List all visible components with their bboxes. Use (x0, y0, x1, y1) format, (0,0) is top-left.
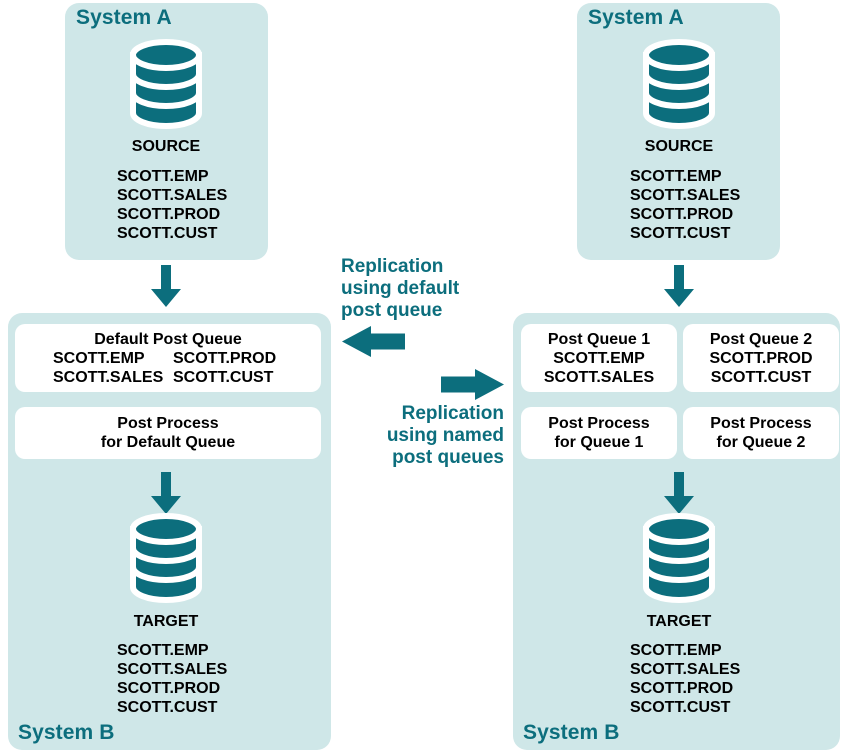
table-name: SCOTT.PROD (117, 680, 221, 697)
post-process-queue-2-box: Post Process for Queue 2 (683, 407, 839, 459)
replication-default-arrow-left-icon (342, 326, 405, 357)
right-target-db-label: TARGET (646, 613, 712, 630)
replication-default-label: Replication using default post queue (341, 256, 459, 322)
table-name: SCOTT.PROD (630, 680, 734, 697)
label-line: post queue (341, 300, 443, 321)
left-source-database-icon (128, 38, 204, 130)
left-target-panel-title: System B (18, 721, 115, 744)
label-line: using default (341, 278, 460, 299)
table-name: SCOTT.CUST (173, 368, 274, 386)
post-queue-1-box: Post Queue 1 SCOTT.EMP SCOTT.SALES (521, 324, 677, 392)
replication-named-arrow-right-icon (441, 369, 504, 400)
table-name: SCOTT.SALES (543, 368, 655, 386)
label-line: using named (386, 425, 504, 446)
left-target-database-icon (128, 512, 204, 604)
table-name: SCOTT.CUST (117, 225, 218, 242)
right-source-table-list: SCOTT.EMP SCOTT.SALES SCOTT.PROD SCOTT.C… (630, 167, 740, 243)
post-process-line-2: for Queue 2 (716, 434, 806, 451)
table-name: SCOTT.EMP (53, 349, 145, 367)
right-source-db-label: SOURCE (644, 138, 714, 155)
post-queue-1-title: Post Queue 1 (547, 330, 651, 348)
post-process-line-2: for Queue 1 (554, 434, 644, 451)
left-target-db-label: TARGET (133, 613, 199, 630)
table-name: SCOTT.EMP (553, 349, 645, 367)
table-name: SCOTT.PROD (173, 349, 277, 367)
right-source-panel-title: System A (588, 6, 684, 29)
table-name: SCOTT.PROD (709, 349, 813, 367)
left-target-table-list: SCOTT.EMP SCOTT.SALES SCOTT.PROD SCOTT.C… (117, 641, 227, 717)
default-post-queue-title: Default Post Queue (94, 330, 242, 348)
post-process-queue-1-box: Post Process for Queue 1 (521, 407, 677, 459)
left-source-panel-title: System A (76, 6, 172, 29)
label-line: Replication (341, 256, 444, 277)
table-name: SCOTT.SALES (117, 187, 228, 204)
default-post-queue-tables: SCOTT.EMP SCOTT.SALES SCOTT.PROD SCOTT.C… (53, 349, 283, 387)
replication-named-label: Replication using named post queues (310, 403, 504, 469)
default-post-queue-box: Default Post Queue SCOTT.EMP SCOTT.SALES… (15, 324, 321, 392)
right-source-to-queue-arrow-down-icon (663, 265, 695, 307)
table-name: SCOTT.SALES (53, 368, 164, 386)
right-source-database-icon (641, 38, 717, 130)
queue-table-column: SCOTT.PROD SCOTT.CUST (173, 349, 283, 387)
post-process-line-1: Post Process (548, 415, 650, 432)
table-name: SCOTT.EMP (117, 642, 209, 659)
label-line: Replication (401, 403, 504, 424)
post-process-line-1: Post Process (710, 415, 812, 432)
label-line: post queues (392, 447, 504, 468)
post-process-line-2: for Default Queue (100, 434, 236, 451)
post-queue-2-title: Post Queue 2 (709, 330, 813, 348)
table-name: SCOTT.CUST (630, 699, 731, 716)
table-name: SCOTT.PROD (630, 206, 734, 223)
table-name: SCOTT.CUST (630, 225, 731, 242)
post-queue-2-box: Post Queue 2 SCOTT.PROD SCOTT.CUST (683, 324, 839, 392)
table-name: SCOTT.EMP (630, 642, 722, 659)
right-process-to-target-arrow-down-icon (663, 472, 695, 514)
table-name: SCOTT.CUST (710, 368, 812, 386)
post-process-line-1: Post Process (117, 415, 219, 432)
left-process-to-target-arrow-down-icon (150, 472, 182, 514)
right-target-panel-title: System B (523, 721, 620, 744)
table-name: SCOTT.EMP (630, 168, 722, 185)
table-name: SCOTT.EMP (117, 168, 209, 185)
right-target-database-icon (641, 512, 717, 604)
left-source-table-list: SCOTT.EMP SCOTT.SALES SCOTT.PROD SCOTT.C… (117, 167, 227, 243)
default-post-process-box: Post Process for Default Queue (15, 407, 321, 459)
table-name: SCOTT.PROD (117, 206, 221, 223)
table-name: SCOTT.SALES (630, 187, 741, 204)
queue-table-column: SCOTT.EMP SCOTT.SALES (53, 349, 164, 387)
right-target-table-list: SCOTT.EMP SCOTT.SALES SCOTT.PROD SCOTT.C… (630, 641, 740, 717)
table-name: SCOTT.SALES (117, 661, 228, 678)
table-name: SCOTT.CUST (117, 699, 218, 716)
table-name: SCOTT.SALES (630, 661, 741, 678)
left-source-to-queue-arrow-down-icon (150, 265, 182, 307)
left-source-db-label: SOURCE (131, 138, 201, 155)
